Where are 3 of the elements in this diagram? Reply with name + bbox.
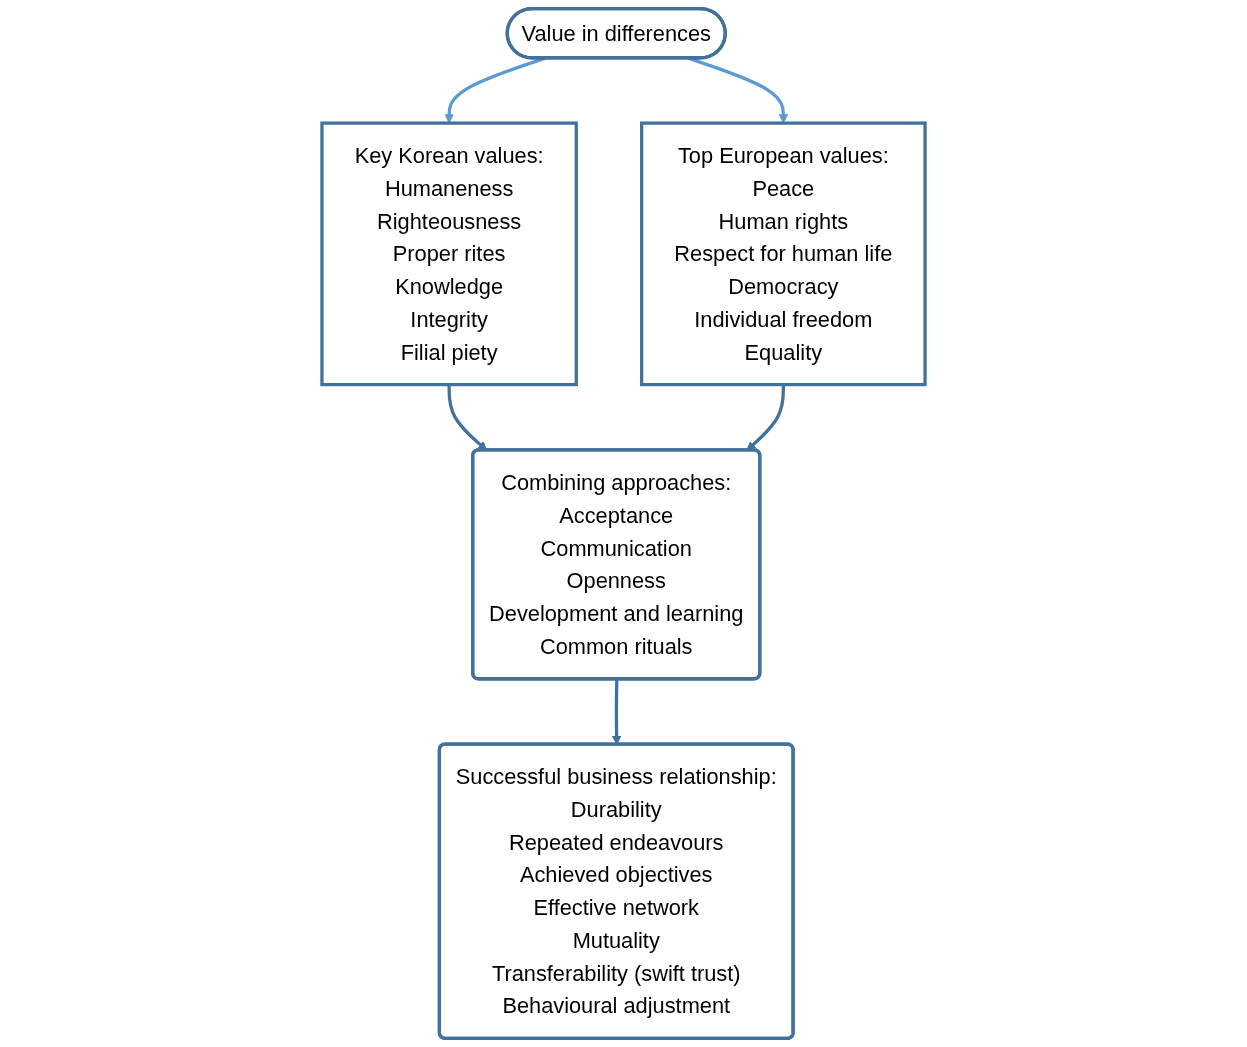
node-box: Key Korean values: Humaneness Righteousness Proper rites Knowledge Integrity Filial piety xyxy=(320,121,578,387)
arrow xyxy=(746,384,785,451)
node-box: Top European values: Peace Human rights Respect for human life Democracy Individual freedom Equality xyxy=(640,121,927,387)
